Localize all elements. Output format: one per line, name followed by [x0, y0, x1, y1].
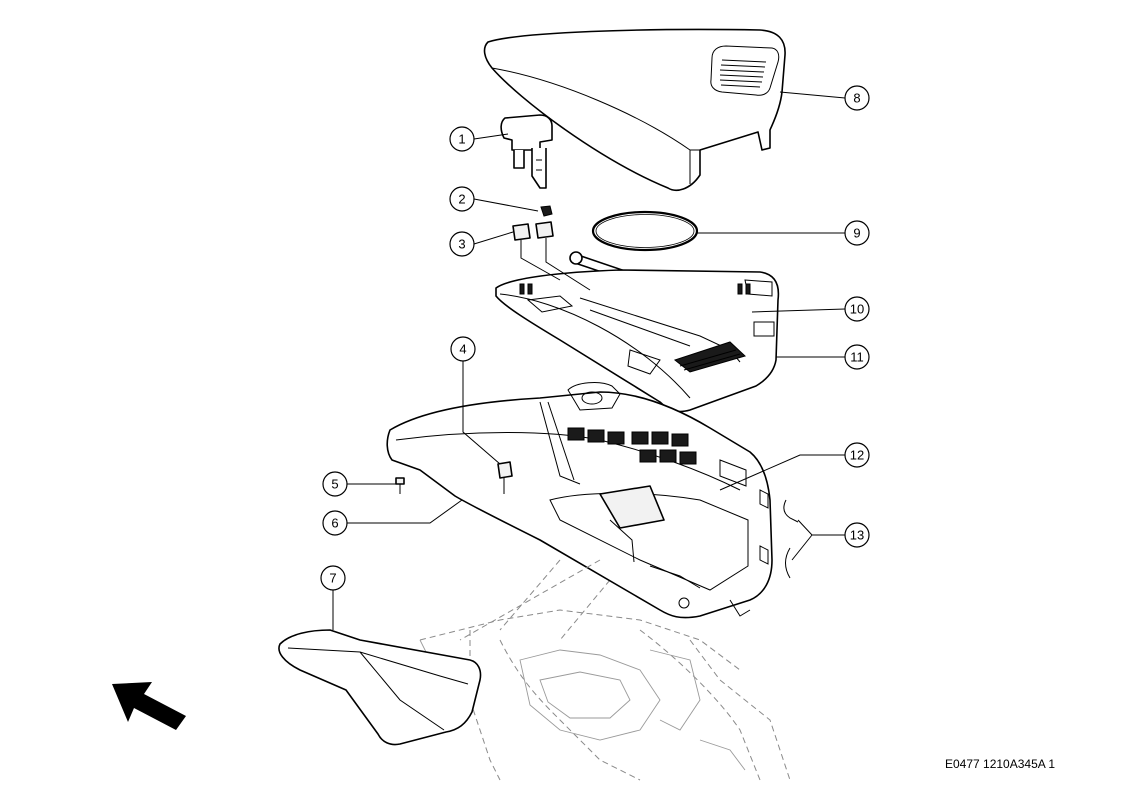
callout-11: 11: [844, 344, 870, 370]
callout-13: 13: [844, 522, 870, 548]
callout-7: 7: [320, 565, 346, 591]
part-7-side-panel: [278, 629, 482, 746]
svg-text:13: 13: [850, 528, 864, 543]
svg-text:3: 3: [458, 237, 465, 252]
part-13-clips: [783, 499, 799, 579]
part-1-knob: [500, 114, 553, 189]
part-11-middle-tray: [495, 269, 780, 413]
callout-1: 1: [449, 126, 475, 152]
callout-3: 3: [449, 231, 475, 257]
svg-text:5: 5: [331, 477, 338, 492]
drawing-reference-code: E0477 1210A345A 1: [945, 757, 1056, 771]
svg-text:2: 2: [458, 192, 465, 207]
leader-lines: [332, 91, 846, 641]
svg-text:11: 11: [850, 350, 864, 365]
callout-9: 9: [844, 220, 870, 246]
svg-text:4: 4: [459, 342, 466, 357]
part-9-ring: [591, 210, 699, 252]
svg-text:1: 1: [458, 132, 465, 147]
callout-10: 10: [844, 296, 870, 322]
svg-text:12: 12: [850, 448, 864, 463]
svg-text:10: 10: [850, 302, 864, 317]
part-8-top-cover: [483, 28, 786, 191]
part-5-screw: [395, 477, 405, 494]
svg-text:8: 8: [853, 91, 860, 106]
svg-text:7: 7: [329, 571, 336, 586]
part-3-blocks: [512, 221, 554, 241]
part-4-bolt: [497, 461, 513, 494]
svg-text:9: 9: [853, 226, 860, 241]
button-grid: [567, 427, 697, 465]
callout-12: 12: [844, 442, 870, 468]
part-2-clip: [540, 205, 553, 217]
callout-6: 6: [322, 510, 348, 536]
callout-4: 4: [450, 336, 476, 362]
part-6-main-housing: [386, 382, 773, 619]
svg-text:6: 6: [331, 516, 338, 531]
grip-ribs: [719, 59, 767, 88]
direction-arrow-icon: [112, 682, 186, 730]
callout-5: 5: [322, 471, 348, 497]
callout-2: 2: [449, 186, 475, 212]
callout-8: 8: [844, 85, 870, 111]
